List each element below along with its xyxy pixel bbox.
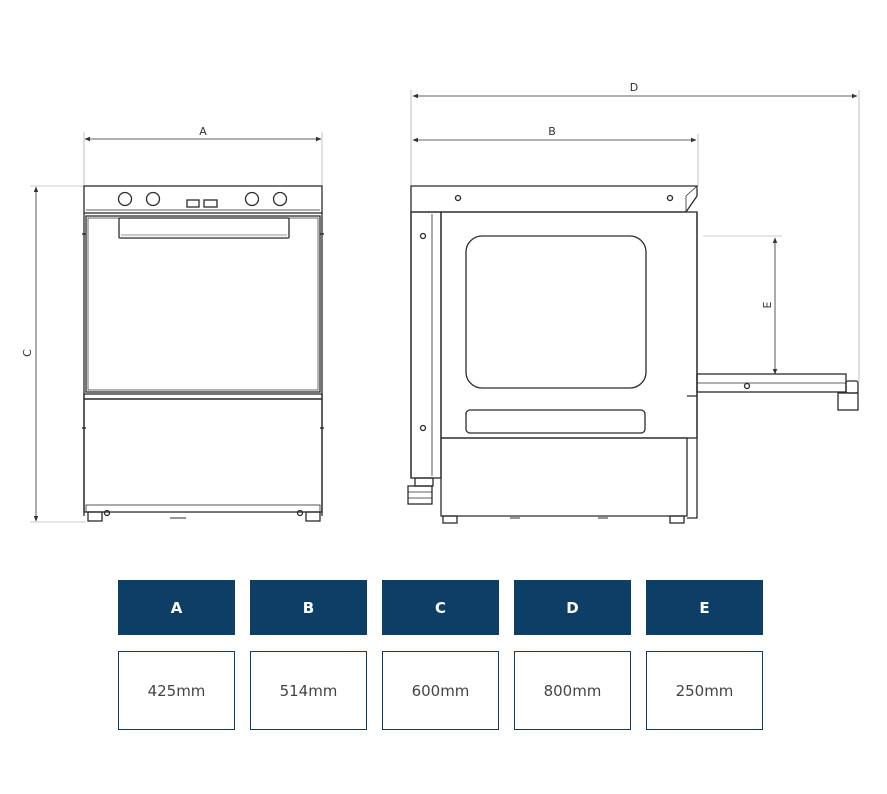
display-icon <box>186 199 200 208</box>
top-cap <box>410 185 698 213</box>
control-knob-icon <box>145 191 161 207</box>
dimension-value-e: 250mm <box>646 651 763 730</box>
foot <box>442 515 458 524</box>
dimension-header-e: E <box>646 580 763 635</box>
front-view <box>30 132 324 523</box>
control-knob-icon <box>117 191 133 207</box>
dimension-label-b: B <box>548 125 556 138</box>
technical-drawing: A C D B E <box>21 81 860 524</box>
dimension-value-b: 514mm <box>250 651 367 730</box>
control-panel <box>83 185 323 214</box>
side-window <box>465 235 647 389</box>
side-slot <box>465 409 646 434</box>
dimension-value-c: 600mm <box>382 651 499 730</box>
dimension-header-a: A <box>118 580 235 635</box>
dimension-header-c: C <box>382 580 499 635</box>
side-view <box>407 90 860 524</box>
dimension-label-a: A <box>199 125 207 138</box>
door-handle <box>118 217 290 239</box>
door-foot <box>837 392 859 411</box>
dimension-value-d: 800mm <box>514 651 631 730</box>
side-panel <box>440 211 698 439</box>
dimension-value-a: 425mm <box>118 651 235 730</box>
dimension-label-c: C <box>21 349 34 357</box>
display-icon <box>203 199 218 208</box>
dimension-header-d: D <box>514 580 631 635</box>
foot <box>669 515 685 524</box>
dimension-label-e: E <box>761 301 774 308</box>
lower-panel <box>83 393 323 400</box>
drain-fitting <box>407 485 433 505</box>
control-knob-icon <box>244 191 260 207</box>
dimension-header-b: B <box>250 580 367 635</box>
foot <box>87 511 103 522</box>
dimension-label-d: D <box>630 81 638 94</box>
front-door <box>85 215 321 393</box>
control-knob-icon <box>272 191 288 207</box>
foot <box>305 511 321 522</box>
